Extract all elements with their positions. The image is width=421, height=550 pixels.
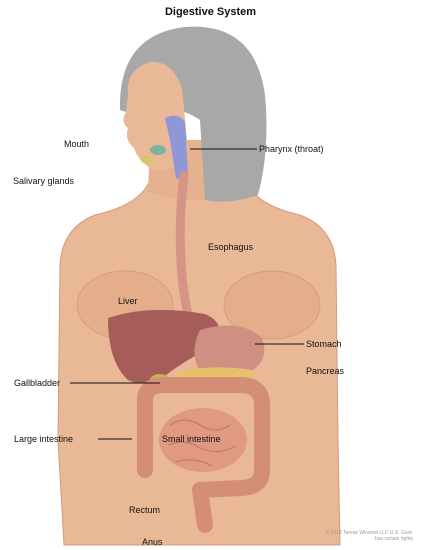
label-rectum: Rectum <box>129 505 160 515</box>
label-salivary-glands: Salivary glands <box>13 176 74 186</box>
label-pancreas: Pancreas <box>306 366 344 376</box>
label-gallbladder: Gallbladder <box>14 378 60 388</box>
copyright-credit: © 2018 Terese Winslow LLC U.S. Govt. has… <box>321 530 413 542</box>
label-anus: Anus <box>142 537 163 547</box>
salivary-gland-lower <box>141 156 155 164</box>
label-large-intestine: Large intestine <box>14 434 73 444</box>
label-stomach: Stomach <box>306 339 342 349</box>
label-mouth: Mouth <box>64 139 89 149</box>
salivary-gland-upper <box>150 145 166 155</box>
label-pharynx: Pharynx (throat) <box>259 144 324 154</box>
label-liver: Liver <box>118 296 138 306</box>
label-esophagus: Esophagus <box>208 242 253 252</box>
label-small-intestine: Small intestine <box>162 434 221 444</box>
